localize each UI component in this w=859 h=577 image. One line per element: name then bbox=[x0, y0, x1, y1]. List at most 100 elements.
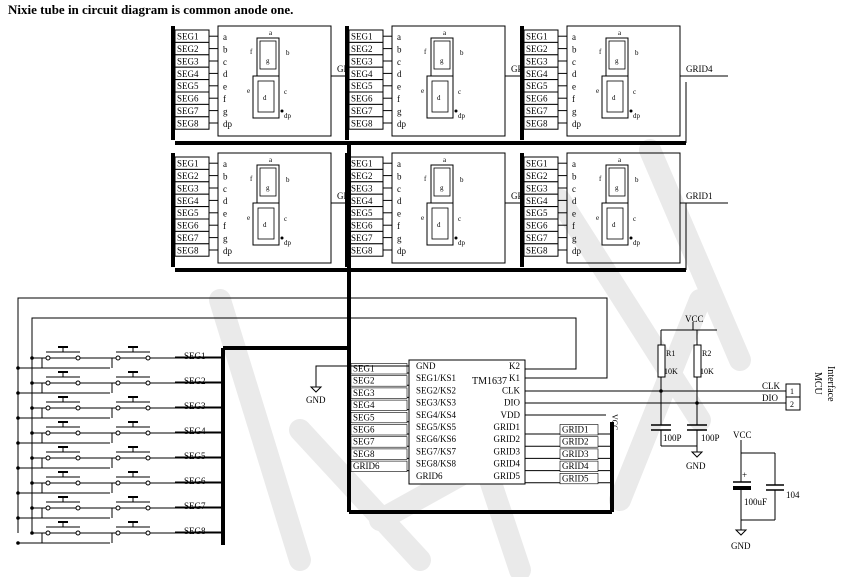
pin-label: dp bbox=[397, 119, 407, 129]
digit-segment-label: c bbox=[633, 88, 636, 96]
vdd-vcc-label: VCC bbox=[610, 414, 619, 430]
seg-label: SEG5 bbox=[526, 208, 548, 218]
key-contact bbox=[115, 405, 121, 411]
pin-label: c bbox=[223, 184, 227, 194]
seg-label: SEG7 bbox=[177, 106, 199, 116]
digit-segment-label: d bbox=[263, 221, 267, 229]
digit-upper bbox=[430, 37, 454, 76]
key-contact bbox=[115, 530, 121, 536]
chip-pin-left: SEG5/KS5 bbox=[416, 422, 457, 432]
seg-label: SEG3 bbox=[177, 183, 199, 193]
digit-upper bbox=[256, 164, 280, 203]
seg-label: SEG3 bbox=[351, 183, 373, 193]
pin-label: g bbox=[223, 233, 228, 243]
watermark-stroke bbox=[639, 139, 751, 371]
seg-label: SEG3 bbox=[526, 183, 548, 193]
chip-net-label: GRID3 bbox=[562, 449, 589, 459]
seg-label: SEG8 bbox=[351, 118, 373, 128]
seg-label: SEG1 bbox=[526, 32, 548, 42]
seg-label: SEG2 bbox=[351, 171, 373, 181]
mcu-label: Interface bbox=[825, 366, 836, 402]
key-contact bbox=[145, 480, 151, 486]
digit-lower bbox=[426, 202, 454, 246]
pin-label: d bbox=[397, 69, 402, 79]
digit-upper bbox=[605, 37, 629, 76]
connector-pin: 1 bbox=[790, 387, 794, 396]
key-contact bbox=[75, 355, 81, 361]
digit-upper-inner bbox=[608, 40, 626, 70]
pin-label: f bbox=[572, 94, 575, 104]
pin-label: a bbox=[397, 159, 401, 169]
key-row-label: SEG5 bbox=[184, 451, 206, 461]
digit-segment-label: b bbox=[460, 49, 464, 57]
chip-net-label: GRID6 bbox=[353, 461, 380, 471]
c104-label: 104 bbox=[786, 490, 800, 500]
digit-segment-label: f bbox=[250, 48, 253, 56]
chip-name: TM1637 bbox=[472, 376, 507, 387]
key-contact bbox=[75, 480, 81, 486]
key-contact bbox=[145, 430, 151, 436]
chip-gnd-wire bbox=[315, 365, 409, 387]
display-body bbox=[566, 25, 681, 137]
key-contact bbox=[115, 480, 121, 486]
digit-segment-label: dp bbox=[458, 112, 466, 120]
pin-label: a bbox=[572, 159, 576, 169]
key-contact bbox=[145, 405, 151, 411]
key-contact bbox=[115, 380, 121, 386]
pin-label: dp bbox=[223, 246, 233, 256]
seg-label: SEG3 bbox=[177, 56, 199, 66]
digit-segment-label: b bbox=[286, 176, 290, 184]
key-contact bbox=[45, 530, 51, 536]
seg-label: SEG5 bbox=[526, 81, 548, 91]
chip-net-label-box bbox=[350, 460, 408, 472]
key-contact bbox=[45, 455, 51, 461]
decimal-point bbox=[280, 109, 284, 113]
key-contact bbox=[45, 405, 51, 411]
pin-label: d bbox=[572, 196, 577, 206]
seg-label: SEG6 bbox=[351, 221, 373, 231]
chip-net-label: SEG8 bbox=[353, 449, 375, 459]
seg-label: SEG6 bbox=[526, 94, 548, 104]
gnd-label-caps: GND bbox=[686, 461, 706, 471]
digit-lower-inner bbox=[257, 80, 275, 113]
pin-label: f bbox=[397, 94, 400, 104]
chip-pin-right: DIO bbox=[504, 398, 520, 408]
c2-label: 100P bbox=[701, 433, 720, 443]
pin-label: c bbox=[397, 184, 401, 194]
chip-pin-right: GRID2 bbox=[494, 434, 521, 444]
digit-segment-label: a bbox=[618, 156, 622, 164]
digit-lower bbox=[252, 75, 280, 119]
c100uf-plus: + bbox=[742, 470, 747, 480]
seg-label: SEG1 bbox=[526, 159, 548, 169]
chip-pin-left: SEG4/KS4 bbox=[416, 410, 457, 420]
key-contact bbox=[115, 505, 121, 511]
r1-label: R1 bbox=[666, 349, 675, 358]
seg-label: SEG7 bbox=[526, 233, 548, 243]
seg-label: SEG5 bbox=[351, 208, 373, 218]
digit-segment-label: g bbox=[440, 57, 444, 65]
pin-label: b bbox=[223, 171, 228, 181]
pin-label: a bbox=[223, 159, 227, 169]
decimal-point bbox=[629, 109, 633, 113]
display-body bbox=[391, 25, 506, 137]
chip-net-label-box bbox=[350, 375, 408, 387]
gnd-symbol bbox=[690, 451, 704, 458]
key-contact bbox=[145, 380, 151, 386]
digit-segment-label: a bbox=[443, 29, 447, 37]
key-row-label: SEG3 bbox=[184, 401, 206, 411]
pin-label: e bbox=[397, 209, 401, 219]
chip-net-label-box bbox=[559, 448, 599, 460]
digit-upper bbox=[430, 164, 454, 203]
grid-label: GRID4 bbox=[686, 64, 713, 74]
chip-net-label: SEG3 bbox=[353, 388, 375, 398]
digit-segment-label: b bbox=[635, 49, 639, 57]
pin-label: g bbox=[572, 233, 577, 243]
digit-segment-label: d bbox=[263, 94, 267, 102]
vcc-label-bulk: VCC bbox=[733, 430, 752, 440]
digit-segment-label: a bbox=[618, 29, 622, 37]
key-contact bbox=[75, 530, 81, 536]
chip-net-label: GRID4 bbox=[562, 461, 589, 471]
decimal-point bbox=[629, 236, 633, 240]
digit-segment-label: d bbox=[437, 94, 441, 102]
digit-segment-label: e bbox=[247, 87, 250, 95]
